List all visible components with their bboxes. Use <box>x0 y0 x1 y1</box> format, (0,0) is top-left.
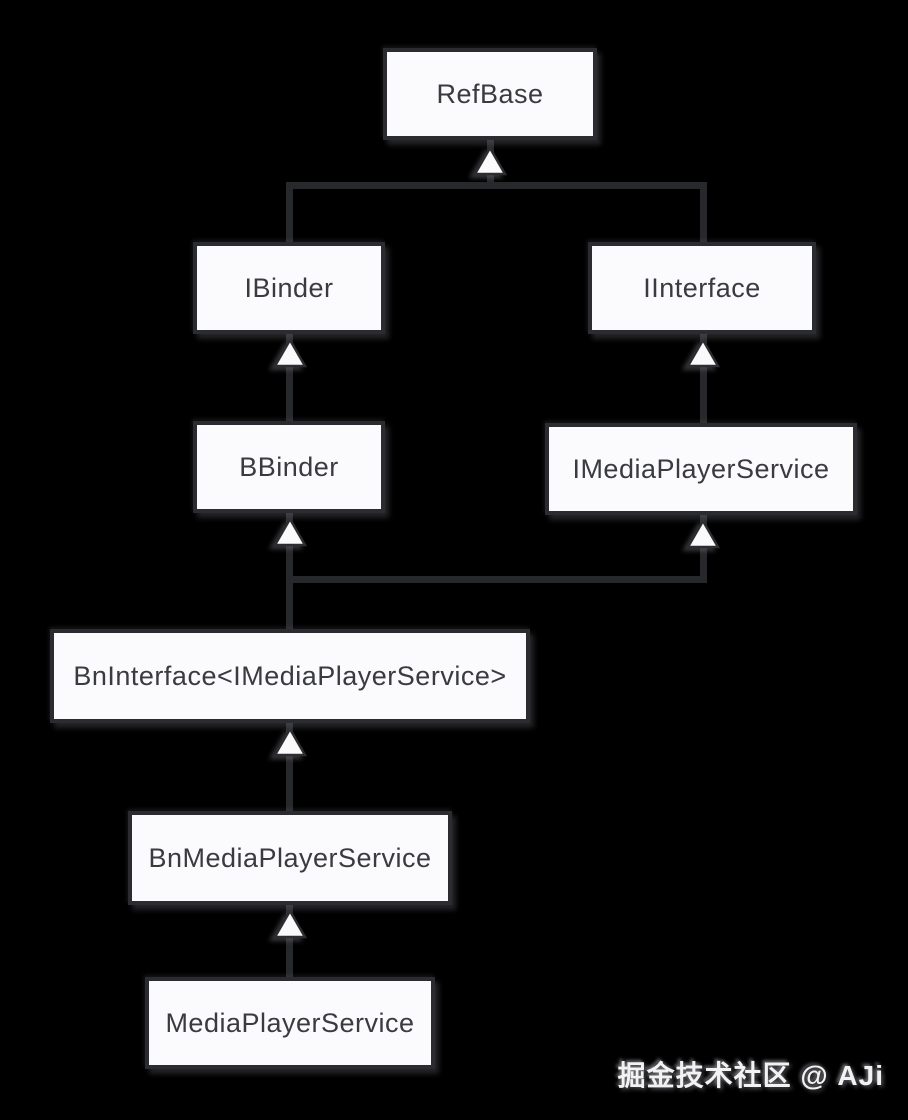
class-box-mediaplayerservice: MediaPlayerService <box>145 977 435 1069</box>
edge-bbinder-to-ibinder <box>286 334 293 421</box>
inheritance-arrow-icon <box>273 909 307 939</box>
edge-bninterface-to-imps-v <box>700 515 707 583</box>
class-name-label: BnInterface<IMediaPlayerService> <box>73 660 507 691</box>
class-name-label: BBinder <box>239 451 339 482</box>
edge-iinterface-drop <box>700 182 707 242</box>
edge-ibinder-drop <box>286 182 293 242</box>
class-box-bninterface: BnInterface<IMediaPlayerService> <box>50 629 530 723</box>
edge-bninterface-to-bbinder <box>286 513 293 629</box>
inheritance-arrow-icon <box>686 338 720 368</box>
inheritance-arrow-icon <box>473 146 507 176</box>
edge-top-horizontal <box>286 182 707 189</box>
edge-bninterface-to-imps-h <box>286 576 707 583</box>
class-name-label: IMediaPlayerService <box>572 453 830 484</box>
watermark-text: 掘金技术社区 @ AJi <box>617 1060 884 1091</box>
class-name-label: IInterface <box>643 272 761 303</box>
class-name-label: IBinder <box>244 272 334 303</box>
class-box-bnmediaplayerservice: BnMediaPlayerService <box>128 811 452 905</box>
class-name-label: MediaPlayerService <box>165 1007 415 1038</box>
class-name-label: RefBase <box>436 78 544 109</box>
inheritance-arrow-icon <box>273 727 307 757</box>
class-box-refbase: RefBase <box>383 48 597 140</box>
inheritance-arrow-icon <box>273 338 307 368</box>
class-box-bbinder: BBinder <box>193 421 385 513</box>
class-box-ibinder: IBinder <box>193 242 385 334</box>
inheritance-arrow-icon <box>686 519 720 549</box>
class-box-imediaplayerservice: IMediaPlayerService <box>545 423 857 515</box>
class-name-label: BnMediaPlayerService <box>148 842 432 873</box>
inheritance-arrow-icon <box>273 517 307 547</box>
class-box-iinterface: IInterface <box>588 242 816 334</box>
edge-imps-to-iinterface <box>700 334 707 423</box>
edge-bnmps-to-bninterface <box>286 723 293 811</box>
edge-mps-to-bnmps <box>286 905 293 977</box>
